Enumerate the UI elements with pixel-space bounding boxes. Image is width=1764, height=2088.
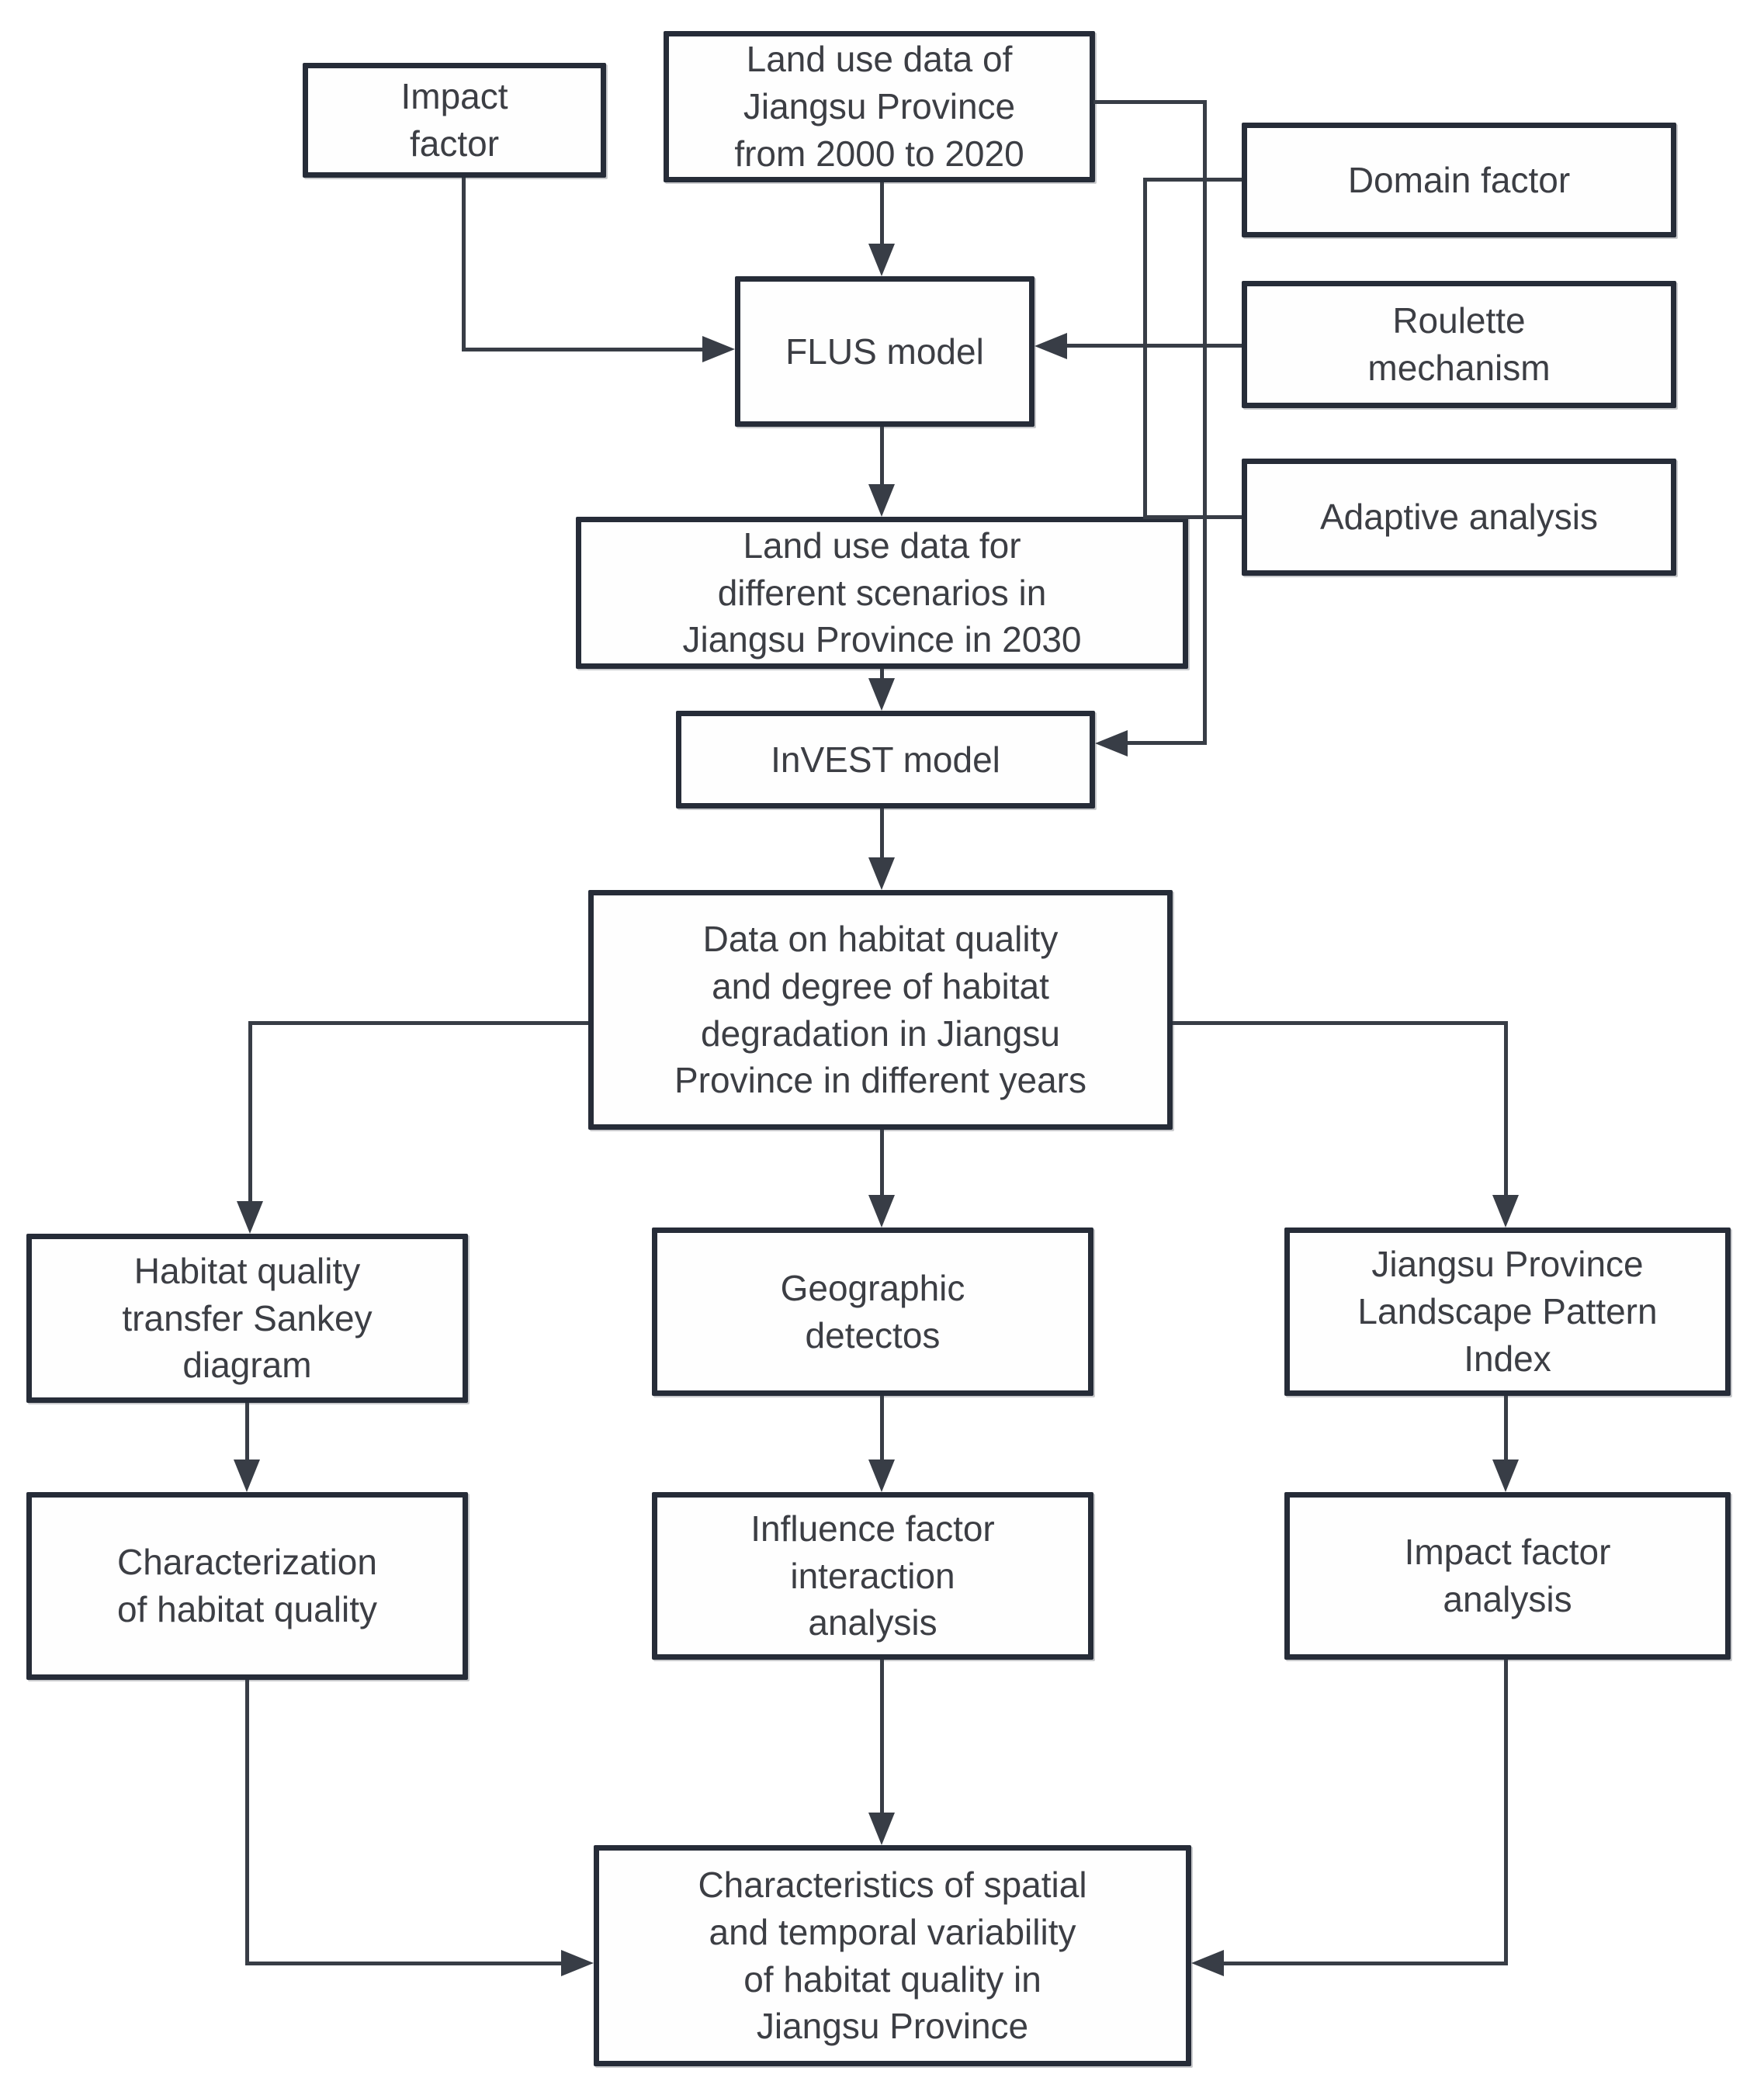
edge-flus-to-scenarios-arrowhead bbox=[868, 484, 895, 517]
edge-habitat-to-sankey-vline bbox=[248, 1021, 252, 1203]
node-sankey-diagram: Habitat quality transfer Sankey diagram bbox=[26, 1234, 468, 1403]
edge-roulette-to-flus-arrowhead bbox=[1034, 333, 1067, 359]
edge-invest-to-habitat-line bbox=[880, 809, 884, 859]
edge-roulette-to-flus-hline bbox=[1067, 344, 1242, 348]
edge-domainfactor-stub bbox=[1145, 178, 1242, 182]
edge-habitat-to-sankey-hline bbox=[248, 1021, 588, 1025]
edge-landuse-to-invest-top-stub bbox=[1093, 100, 1207, 104]
edge-landuse-to-invest-hline bbox=[1128, 741, 1205, 745]
node-spatiotemporal-characteristics: Characteristics of spatial and temporal … bbox=[594, 1845, 1191, 2066]
node-influence-interaction: Influence factor interaction analysis bbox=[652, 1492, 1093, 1660]
edge-geodetector-to-influence-arrowhead bbox=[868, 1460, 895, 1492]
edge-characterization-to-bottom-arrowhead bbox=[561, 1950, 594, 1976]
node-domain-factor: Domain factor bbox=[1242, 123, 1676, 237]
edge-landscape-to-impactanalysis-arrowhead bbox=[1492, 1460, 1519, 1492]
edge-right-bus-vline bbox=[1143, 178, 1147, 519]
node-impact-factor: Impact factor bbox=[303, 63, 606, 178]
edge-scenarios-to-invest-arrowhead bbox=[868, 678, 895, 711]
edge-habitat-to-landscape-arrowhead bbox=[1492, 1195, 1519, 1228]
edge-habitat-to-landscape-hline bbox=[1173, 1021, 1507, 1025]
node-invest-model: InVEST model bbox=[676, 711, 1095, 809]
edge-flus-to-scenarios-line bbox=[880, 427, 884, 486]
node-landscape-index: Jiangsu Province Landscape Pattern Index bbox=[1284, 1228, 1731, 1396]
node-flus-model: FLUS model bbox=[735, 276, 1034, 427]
edge-sankey-to-characterization-line bbox=[245, 1403, 249, 1463]
edge-impactfactor-to-flus-vline bbox=[462, 178, 466, 351]
node-scenarios-2030: Land use data for different scenarios in… bbox=[576, 517, 1188, 669]
edge-landscape-to-impactanalysis-line bbox=[1504, 1396, 1508, 1463]
edge-impactfactor-to-flus-hline bbox=[462, 348, 702, 351]
edge-habitat-to-sankey-arrowhead bbox=[237, 1201, 263, 1234]
edge-habitat-to-landscape-vline bbox=[1504, 1021, 1508, 1196]
edge-impactfactor-to-flus-arrowhead bbox=[702, 336, 735, 362]
edge-impactanalysis-to-bottom-hline bbox=[1224, 1962, 1506, 1965]
node-impact-factor-analysis: Impact factor analysis bbox=[1284, 1492, 1731, 1660]
node-geographic-detector: Geographic detectos bbox=[652, 1228, 1093, 1396]
edge-landuse-to-invest-arrowhead bbox=[1095, 730, 1128, 757]
edge-landuse-to-flus-line bbox=[880, 182, 884, 245]
edge-influence-to-bottom-arrowhead bbox=[868, 1813, 895, 1845]
edge-landuse-to-invest-vline bbox=[1203, 100, 1207, 745]
edge-adaptive-stub bbox=[1145, 515, 1242, 519]
edge-impactanalysis-to-bottom-vline bbox=[1504, 1660, 1508, 1965]
edge-impactanalysis-to-bottom-arrowhead bbox=[1191, 1950, 1224, 1976]
edge-habitat-to-geodetector-line bbox=[880, 1130, 884, 1196]
node-land-use-2000-2020: Land use data of Jiangsu Province from 2… bbox=[664, 31, 1095, 182]
edge-landuse-to-flus-arrowhead bbox=[868, 244, 895, 276]
edge-geodetector-to-influence-line bbox=[880, 1396, 884, 1463]
edge-influence-to-bottom-line bbox=[880, 1660, 884, 1816]
node-habitat-data: Data on habitat quality and degree of ha… bbox=[588, 890, 1173, 1130]
node-roulette-mechanism: Roulette mechanism bbox=[1242, 281, 1676, 408]
edge-sankey-to-characterization-arrowhead bbox=[234, 1460, 260, 1492]
node-characterization: Characterization of habitat quality bbox=[26, 1492, 468, 1680]
edge-scenarios-to-invest-line bbox=[880, 669, 884, 680]
node-adaptive-analysis: Adaptive analysis bbox=[1242, 459, 1676, 576]
edge-characterization-to-bottom-vline bbox=[245, 1680, 249, 1965]
edge-invest-to-habitat-arrowhead bbox=[868, 857, 895, 890]
edge-characterization-to-bottom-hline bbox=[247, 1962, 561, 1965]
edge-habitat-to-geodetector-arrowhead bbox=[868, 1195, 895, 1228]
